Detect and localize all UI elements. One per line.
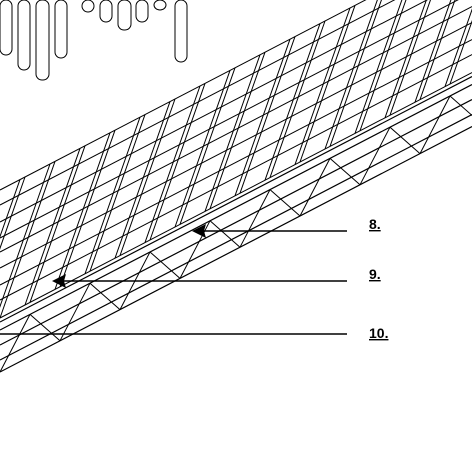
vertical-rebar [17,0,31,71]
vertical-rebar [81,0,95,13]
mesh-transverse-bar [389,0,431,116]
truss-girder [0,0,472,373]
mesh-transverse-bar [59,130,116,287]
mesh-transverse-bar [234,39,291,196]
mesh-longitudinal-bar [0,0,459,239]
vertical-rebar [99,0,113,23]
vertical-rebar [153,0,167,11]
vertical-rebars [0,0,188,81]
mesh-transverse-bar [209,52,266,209]
mesh-transverse-bar [114,101,171,259]
mesh-transverse-bar [414,0,452,103]
arrowhead-8 [192,224,206,238]
truss-chord [0,114,472,361]
mesh-transverse-bar [419,0,456,100]
mesh-longitudinal-bar [0,0,429,223]
mesh-transverse-bar [0,179,21,239]
mesh-transverse-bar [84,117,141,274]
mesh-transverse-bar [0,176,26,250]
vertical-rebar [174,0,188,63]
mesh-transverse-bar [354,0,403,134]
mesh-longitudinal-bar [0,22,472,269]
truss-web-diagonal [299,158,331,217]
mesh-transverse-bar [294,7,351,165]
truss-chord [0,99,472,346]
mesh-transverse-bar [0,161,56,319]
mesh-longitudinal-bar [0,0,367,191]
mesh-transverse-bar [29,145,86,303]
mesh-transverse-bar [54,132,111,290]
mesh-transverse-bar [239,36,296,194]
mesh-transverse-bar [359,0,407,131]
truss-web-diagonal [359,126,391,186]
truss-web-diagonal [209,220,241,248]
vertical-rebar [54,0,68,59]
mesh-transverse-bar [24,148,81,306]
callout-label-9: 9. [369,266,381,282]
vertical-rebar [35,0,50,81]
mesh-transverse-bar [119,98,176,256]
mesh-transverse-bar [269,20,326,178]
mesh-transverse-bar [384,0,427,118]
truss-web-diagonal [239,189,271,248]
mesh-transverse-bar [144,85,201,243]
truss-web-diagonal [269,189,301,217]
mesh-longitudinal-bar [0,6,472,253]
mesh-transverse-bar [174,70,231,228]
truss-chord [0,84,472,331]
mesh-transverse-bar [179,67,236,225]
truss-web-diagonal [29,314,61,342]
vertical-rebar [0,0,13,56]
mesh-transverse-bar [264,23,321,181]
vertical-rebar [135,0,149,23]
mesh-transverse-bar [444,8,472,87]
mesh-transverse-bar [324,0,378,150]
truss-web-diagonal [329,158,361,186]
truss-chord [0,126,472,373]
truss-web-diagonal [449,95,472,117]
leader-lines [0,230,347,335]
mesh-longitudinal-bar [0,72,472,319]
truss-web-diagonal [149,251,181,279]
mesh-longitudinal-bar [0,54,472,301]
truss-web-diagonal [389,126,421,154]
mesh-longitudinal-bar [0,39,472,286]
callout-label-10: 10. [369,325,388,341]
callout-label-8: 8. [369,216,381,232]
mesh-transverse-bar [149,83,206,241]
truss-web-diagonal [89,282,121,310]
mesh-transverse-bar [0,163,51,308]
truss-web-diagonal [0,314,31,373]
truss-web-diagonal [419,95,451,154]
mesh-transverse-bar [204,54,261,212]
truss-web-diagonal [59,282,91,342]
mesh-transverse-bar [449,19,472,85]
vertical-rebar [117,0,132,31]
truss-chord [0,76,472,323]
mesh-transverse-bar [89,114,146,272]
mesh-transverse-bar [299,5,356,163]
mesh-transverse-bar [329,0,382,147]
arrowhead-9 [52,274,66,288]
